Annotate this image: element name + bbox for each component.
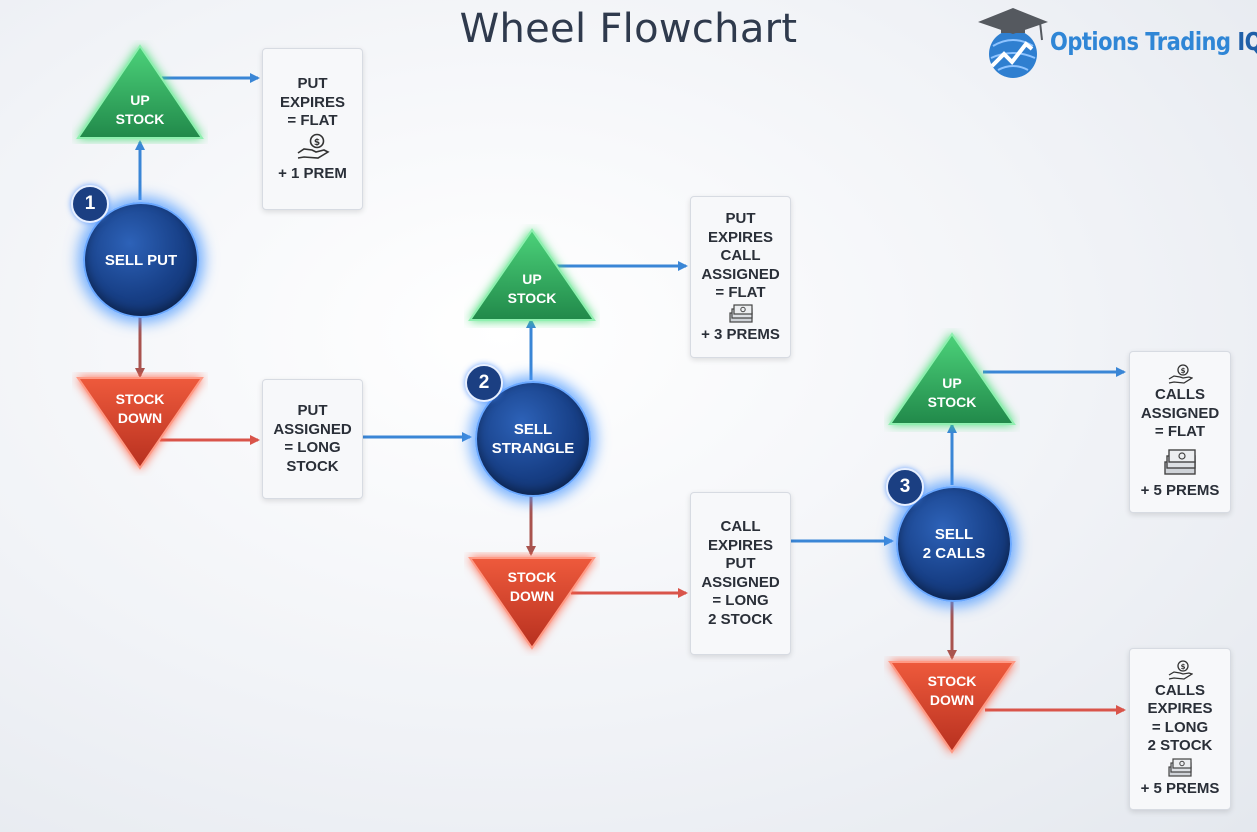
page-title: Wheel Flowchart (459, 6, 798, 52)
outcome-put-expires-call-assigned-flat: PUT EXPIRES CALL ASSIGNED = FLAT + 3 PRE… (690, 196, 791, 358)
outcome-call-expires-put-assigned-long-2-stock: CALL EXPIRES PUT ASSIGNED = LONG 2 STOCK (690, 492, 791, 655)
cash-stack-icon (1168, 758, 1192, 777)
outcome-put-assigned-long-stock: PUT ASSIGNED = LONG STOCK (262, 379, 363, 499)
hand-coin-icon: $ (1168, 364, 1193, 384)
logo (978, 8, 1048, 78)
outcome-put-expires-flat: PUT EXPIRES = FLAT $ + 1 PREM (262, 48, 363, 210)
sell-put-step: SELL PUT (83, 202, 199, 318)
svg-text:$: $ (1181, 367, 1186, 375)
step-3-badge: 3 (886, 468, 924, 506)
logo-text: Options Trading IQ (1050, 27, 1257, 56)
hand-coin-icon: $ (1168, 660, 1193, 680)
graduation-cap-globe-icon (978, 8, 1048, 78)
step-1-badge: 1 (71, 185, 109, 223)
cash-stack-icon (728, 303, 753, 323)
up-stock-triangle-3 (888, 332, 1016, 425)
outcome-calls-expires-long-2-stock: $ CALLS EXPIRES = LONG 2 STOCK + 5 PREMS (1129, 648, 1231, 810)
step-2-badge: 2 (465, 364, 503, 402)
logo-brand-suffix: IQ (1237, 27, 1257, 56)
up-stock-triangle-1 (76, 44, 204, 139)
stock-down-triangle-1 (76, 377, 204, 470)
outcome-calls-assigned-flat: $ CALLS ASSIGNED = FLAT + 5 PREMS (1129, 351, 1231, 513)
logo-brand: Options Trading (1050, 27, 1231, 56)
stock-down-triangle-2 (468, 557, 596, 650)
svg-text:$: $ (1181, 663, 1186, 671)
stock-down-triangle-3 (888, 661, 1016, 754)
svg-text:$: $ (313, 138, 319, 148)
up-stock-triangle-2 (468, 228, 596, 321)
cash-stack-icon (1164, 448, 1196, 475)
hand-coin-icon: $ (297, 133, 330, 159)
